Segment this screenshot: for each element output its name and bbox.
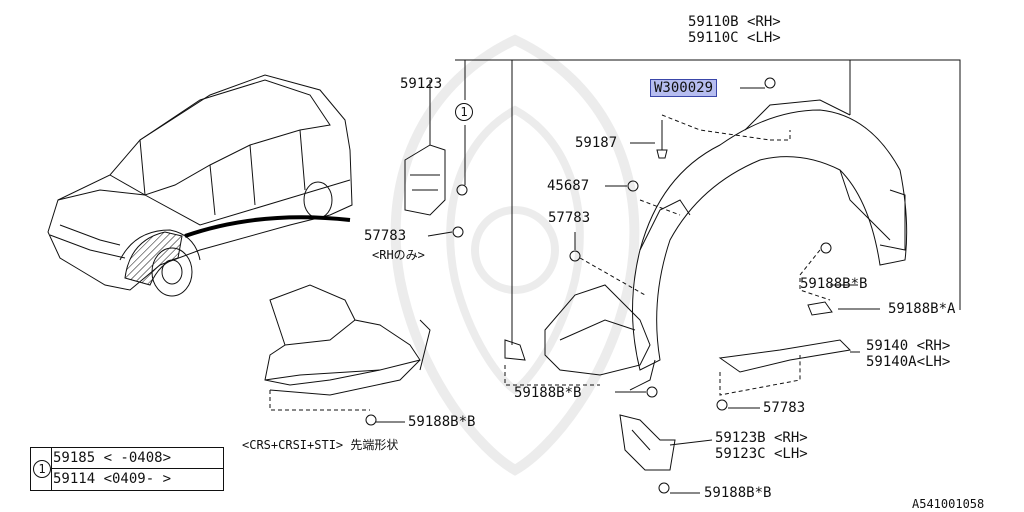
legend-table: 1 59185 < -0408> 59114 <0409- > — [30, 447, 224, 491]
clip-45687 — [627, 180, 639, 192]
label-59110-rh[interactable]: 59110B <RH> — [688, 14, 781, 30]
label-57783-left[interactable]: 57783 — [364, 228, 407, 244]
bracket-59123 — [404, 144, 468, 238]
label-57783-lower[interactable]: 57783 — [763, 400, 806, 416]
label-59188b-a[interactable]: 59188B*A — [888, 301, 956, 317]
label-59188b-b-bottom[interactable]: 59188B*B — [704, 485, 772, 501]
clip-57783 — [569, 250, 581, 262]
label-59187[interactable]: 59187 — [575, 135, 618, 151]
label-59188b-b-right[interactable]: 59188B*B — [800, 276, 868, 292]
watermark-emblem — [390, 34, 640, 476]
diagram-reference-code: A541001058 — [912, 497, 985, 511]
clip-57783-2 — [716, 399, 728, 411]
under-cover-right — [504, 284, 651, 386]
circle-marker-1: 1 — [455, 103, 473, 121]
label-59123c-lh[interactable]: 59123C <LH> — [715, 446, 808, 462]
label-59123b-rh[interactable]: 59123B <RH> — [715, 430, 808, 446]
clip-w300029 — [764, 77, 776, 89]
clip-59188b-2 — [646, 386, 658, 398]
strip-59140 — [718, 339, 852, 373]
label-57783-upper[interactable]: 57783 — [548, 210, 591, 226]
bracket-59123b — [619, 414, 676, 494]
legend-row-59114[interactable]: 59114 <0409- > — [53, 471, 172, 487]
label-59188b-b-center[interactable]: 59188B*B — [514, 385, 582, 401]
label-59140-rh[interactable]: 59140 <RH> — [866, 338, 951, 354]
label-crs-note: <CRS+CRSI+STI> 先端形状 — [242, 438, 399, 452]
bolt-59187 — [656, 120, 668, 159]
wheel-liner — [629, 99, 908, 391]
label-rh-only: <RHのみ> — [372, 248, 425, 262]
label-59188b-b-left[interactable]: 59188B*B — [408, 414, 476, 430]
clip-59188a — [807, 301, 833, 316]
legend-circle-marker: 1 — [33, 460, 51, 478]
label-59123[interactable]: 59123 — [400, 76, 443, 92]
legend-row-59185[interactable]: 59185 < -0408> — [53, 450, 172, 466]
legend-divider — [52, 468, 223, 469]
under-cover-left — [264, 284, 431, 411]
label-45687[interactable]: 45687 — [547, 178, 590, 194]
legend-marker-cell: 1 — [31, 448, 52, 490]
label-w300029[interactable]: W300029 — [650, 79, 718, 97]
car-illustration — [47, 74, 353, 297]
label-59110-lh[interactable]: 59110C <LH> — [688, 30, 781, 46]
clip-59188b — [820, 242, 832, 254]
clip-59188b-3 — [365, 414, 377, 426]
label-59140a-lh[interactable]: 59140A<LH> — [866, 354, 951, 370]
